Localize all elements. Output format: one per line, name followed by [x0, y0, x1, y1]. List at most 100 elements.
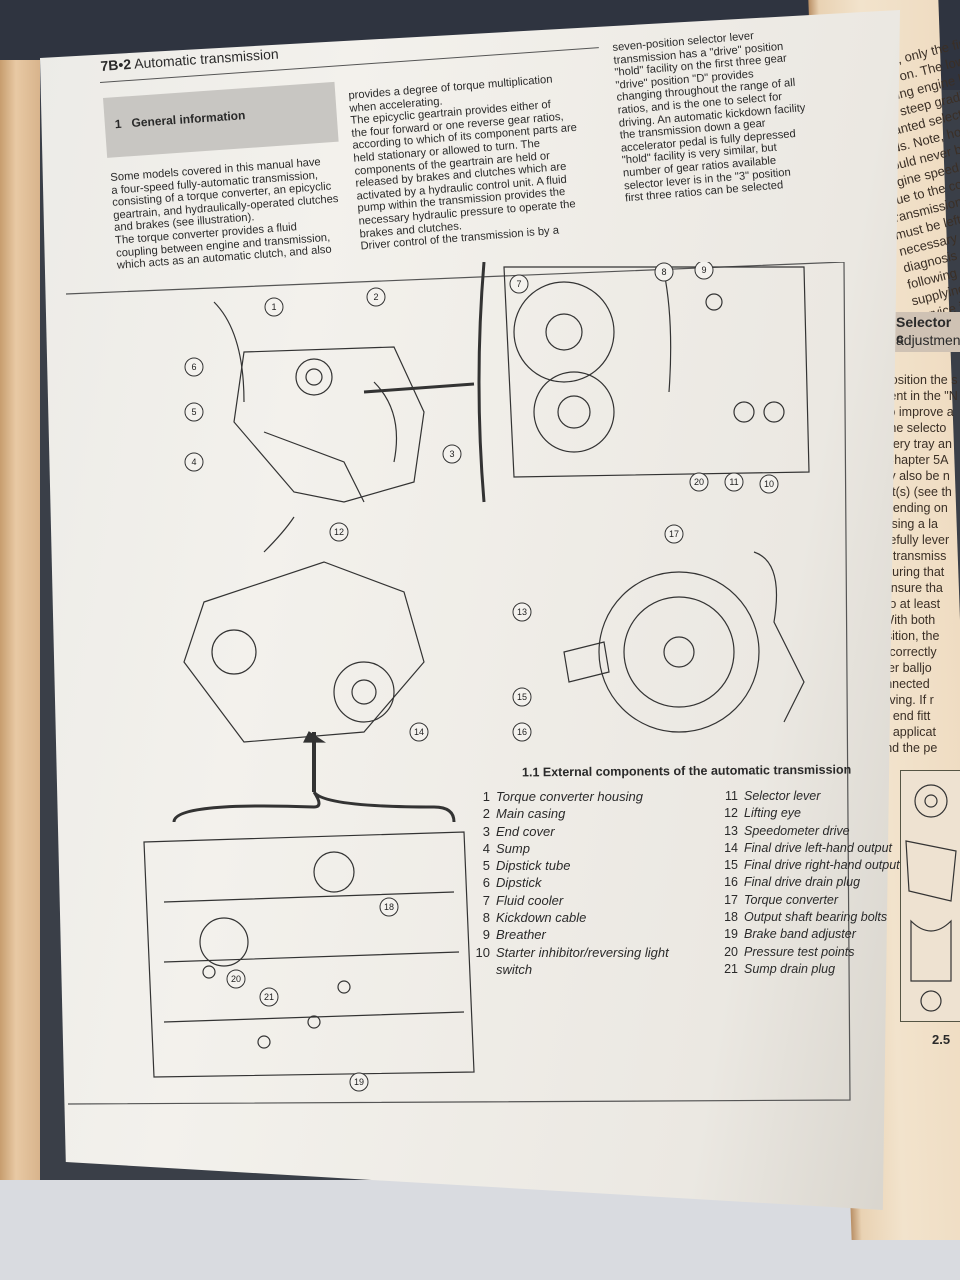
- legend-number: 3: [482, 823, 490, 839]
- legend-item: 5 Dipstick tube: [470, 857, 669, 874]
- callout-circle: [664, 524, 684, 544]
- callout-number: 14: [414, 727, 424, 737]
- book-page-edges: [0, 60, 40, 1180]
- legend-label: Sump: [496, 840, 530, 856]
- callout-circle: [184, 357, 204, 377]
- facing-figure-label: 2.5: [932, 1032, 951, 1047]
- callout-number: 10: [764, 479, 774, 489]
- legend-number: 2: [482, 806, 490, 822]
- callout-number: 20: [231, 974, 241, 984]
- figure-caption: 1.1 External components of the automatic…: [521, 762, 852, 780]
- legend-label: Dipstick tube: [496, 858, 571, 874]
- callout-circle: [694, 262, 714, 280]
- callout-circle: [512, 687, 532, 707]
- legend-label: Final drive right-hand output: [744, 858, 900, 873]
- callout-circle: [512, 602, 532, 622]
- callout-circle: [264, 297, 284, 317]
- callout-circle: [379, 897, 399, 917]
- section-heading: 1 General information: [114, 108, 245, 131]
- legend-item: 3 End cover: [470, 823, 669, 840]
- legend-item: 16 Final drive drain plug: [718, 874, 900, 891]
- legend-left-column: 1 Torque converter housing 2 Main casing 3 En…: [470, 788, 669, 978]
- legend-item: 17 Torque converter: [718, 892, 900, 909]
- callout-number: 13: [517, 607, 527, 617]
- callout-circle: [689, 472, 709, 492]
- legend-number: 6: [482, 875, 490, 891]
- legend-label: Final drive drain plug: [744, 875, 861, 890]
- legend-label: Torque converter housing: [496, 789, 643, 804]
- callout-number: 3: [449, 449, 454, 459]
- legend-item: 2 Main casing: [470, 805, 669, 822]
- callout-circle: [512, 722, 532, 742]
- callout-number: 12: [334, 527, 344, 537]
- legend-number: 4: [482, 840, 490, 856]
- callout-number: 5: [191, 407, 196, 417]
- legend-item: switch: [470, 961, 669, 978]
- text-column-2: provides a degree of torque multiplicati…: [348, 72, 586, 253]
- callout-number: 19: [354, 1077, 364, 1087]
- callout-number: 2: [373, 292, 378, 302]
- legend-number: 9: [482, 927, 490, 943]
- callout-circle: [442, 444, 462, 464]
- legend-number: 11: [725, 789, 738, 803]
- legend-number: 14: [724, 840, 738, 855]
- callout-circle: [509, 274, 529, 294]
- legend-label: Pressure test points: [744, 944, 855, 959]
- legend-item: 12 Lifting eye: [718, 805, 900, 822]
- legend-label: Main casing: [496, 806, 566, 822]
- legend-number: 17: [724, 892, 738, 907]
- legend-number: 7: [482, 892, 490, 908]
- legend-label: Speedometer drive: [744, 823, 850, 838]
- facing-section-title-2: adjustmen: [896, 332, 960, 348]
- legend-number: 5: [482, 858, 490, 874]
- legend-number: 16: [724, 875, 738, 890]
- legend-label: Torque converter: [744, 892, 839, 907]
- callout-number: 20: [694, 477, 704, 487]
- callout-circle: [724, 472, 744, 492]
- callout-circle: [654, 262, 674, 282]
- callout-circle: [349, 1072, 369, 1092]
- legend-label: Kickdown cable: [496, 910, 587, 926]
- callout-number: 15: [517, 692, 527, 702]
- legend-number: 1: [482, 789, 490, 804]
- callout-number: 7: [516, 279, 521, 289]
- callout-number: 21: [264, 992, 274, 1002]
- legend-label: Fluid cooler: [496, 892, 564, 908]
- callout-circle: [184, 402, 204, 422]
- legend-number: 12: [724, 806, 738, 821]
- legend-number: 8: [482, 910, 490, 926]
- callout-circle: [366, 287, 386, 307]
- callout-number: 4: [191, 457, 196, 467]
- legend-label: Lifting eye: [744, 806, 801, 821]
- callout-number: 9: [701, 265, 706, 275]
- legend-number: 13: [724, 823, 738, 838]
- legend-number: 10: [475, 944, 490, 960]
- callout-number: 17: [669, 529, 679, 539]
- legend-item: 13 Speedometer drive: [718, 823, 900, 840]
- legend-item: 8 Kickdown cable: [470, 909, 669, 926]
- callout-circle: [759, 474, 779, 494]
- callout-number: 11: [729, 477, 738, 487]
- facing-figure-drawing: [905, 784, 957, 1012]
- section-number: 1: [114, 116, 123, 132]
- legend-label: End cover: [496, 823, 555, 839]
- transmission-top-left-outline: [233, 346, 425, 503]
- callout-circle: [184, 452, 204, 472]
- figure-frame: [65, 262, 851, 1105]
- callout-circle: [226, 969, 246, 989]
- callout-number: 6: [191, 362, 196, 372]
- facing-section-title-1: Selector c: [896, 314, 952, 346]
- callout-circle: [259, 987, 279, 1007]
- legend-label: Sump drain plug: [744, 961, 836, 976]
- legend-number: 18: [724, 910, 738, 925]
